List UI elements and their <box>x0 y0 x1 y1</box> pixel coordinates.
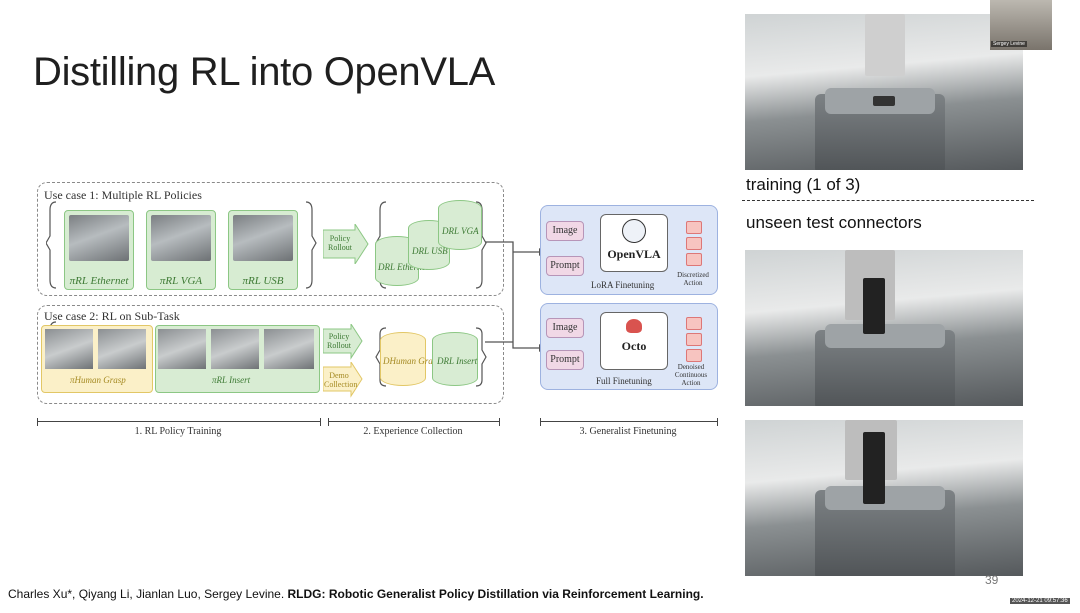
connector-lines <box>485 241 545 352</box>
policy-insert-label: πRL Insert <box>212 375 251 385</box>
stage-label-2: 2. Experience Collection <box>363 426 463 437</box>
webcam-name-label: Sergey Levine <box>991 41 1027 47</box>
stage-bracket-2 <box>328 418 500 426</box>
action-token <box>686 237 702 250</box>
dataset-human-grasp <box>380 332 426 386</box>
use-case-2-box <box>37 305 504 404</box>
prompt-chip-1: Prompt <box>546 256 584 276</box>
insert-thumb-1 <box>158 329 206 369</box>
test-photo-2 <box>745 420 1023 576</box>
dataset-vga <box>438 200 482 250</box>
training-caption: training (1 of 3) <box>746 175 861 194</box>
policy-thumb-ethernet: πRL Ethernet <box>64 210 134 290</box>
training-photo <box>745 14 1023 170</box>
action-token <box>686 317 702 330</box>
demo-collection-label: Demo Collection <box>324 371 358 389</box>
policy-human-label: πHuman Grasp <box>70 375 126 385</box>
octopus-icon <box>626 319 642 333</box>
action-token <box>686 221 702 234</box>
policy-rollout-label-1: Policy Rollout <box>327 234 352 252</box>
openvla-logo-icon <box>622 219 646 243</box>
caption-divider <box>742 200 1034 201</box>
denoised-action-label: Denoised Continuous Action <box>674 363 708 387</box>
openvla-label: OpenVLA <box>607 247 661 261</box>
policy-rollout-label-2: Policy Rollout <box>326 332 351 350</box>
insert-thumb-2 <box>211 329 259 369</box>
image-chip-1: Image <box>546 221 584 241</box>
human-thumb-2 <box>98 329 146 369</box>
full-finetuning-caption: Full Finetuning <box>596 376 652 386</box>
stage-label-1: 1. RL Policy Training <box>134 426 222 437</box>
octo-label: Octo <box>621 339 647 353</box>
discretized-action-label: Discretized Action <box>677 271 709 287</box>
stage-label-3: 3. Generalist Finetuning <box>579 426 677 437</box>
use-case-1-label: Use case 1: Multiple RL Policies <box>44 188 202 202</box>
demo-arrow <box>323 362 363 398</box>
slide-title: Distilling RL into OpenVLA <box>33 50 496 94</box>
rollout-arrow-2 <box>323 324 363 360</box>
stage-bracket-1 <box>37 418 321 426</box>
action-token <box>686 333 702 346</box>
rollout-arrow-1 <box>323 224 369 264</box>
action-token <box>686 253 702 266</box>
openvla-model-box: OpenVLA <box>600 214 668 272</box>
prompt-chip-2: Prompt <box>546 350 584 370</box>
stage-bracket-3 <box>540 418 718 426</box>
human-thumb-1 <box>45 329 93 369</box>
lora-caption: LoRA Finetuning <box>591 280 655 290</box>
test-caption: unseen test connectors <box>746 213 922 232</box>
dataset-label: DRL USB <box>412 246 448 256</box>
octo-model-box: Octo <box>600 312 668 370</box>
footer-paper-title: RLDG: Robotic Generalist Policy Distilla… <box>287 587 704 601</box>
use-case-2-label: Use case 2: RL on Sub-Task <box>44 309 180 323</box>
policy-label: πRL VGA <box>159 275 203 287</box>
dataset-label: DRL Ethernet <box>378 262 429 272</box>
dataset-label: DRL VGA <box>442 226 479 236</box>
policy-label: πRL Ethernet <box>69 275 129 287</box>
timestamp: 2024-12-21 09:57:36 <box>1010 598 1070 604</box>
policy-label: πRL USB <box>242 275 284 287</box>
test-photo-1 <box>745 250 1023 406</box>
image-chip-2: Image <box>546 318 584 338</box>
policy-thumb-vga: πRL VGA <box>146 210 216 290</box>
use-case-1-box <box>37 182 504 296</box>
action-token <box>686 349 702 362</box>
page-number: 39 <box>985 573 999 587</box>
dataset-label: DHuman Grasp <box>383 356 441 366</box>
dataset-rl-insert <box>432 332 478 386</box>
dataset-label: DRL Insert <box>437 356 478 366</box>
footer-authors: Charles Xu*, Qiyang Li, Jianlan Luo, Ser… <box>8 587 285 601</box>
insert-thumb-3 <box>264 329 314 369</box>
policy-thumb-usb: πRL USB <box>228 210 298 290</box>
citation-footer: Charles Xu*, Qiyang Li, Jianlan Luo, Ser… <box>8 587 704 601</box>
